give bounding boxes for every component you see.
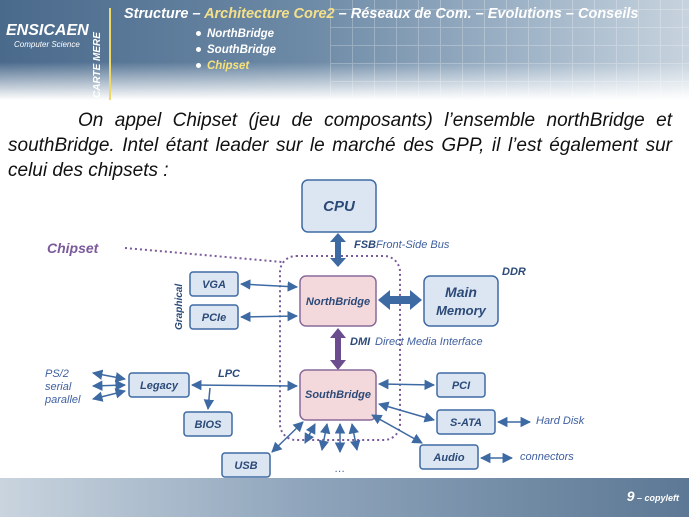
school-logo: ENSICAEN [6, 22, 89, 39]
fsb-arrow [330, 233, 346, 267]
ps2-link [91, 369, 127, 383]
copyleft-label: – copyleft [634, 493, 679, 503]
main-memory-label-line1: Main [445, 284, 477, 300]
submenu-item-chipset[interactable]: Chipset [196, 58, 276, 74]
breadcrumb-architecture-core2[interactable]: Architecture Core2 [204, 6, 335, 22]
dmi-label: DMI [350, 336, 371, 348]
chipset-label: Chipset [47, 240, 100, 256]
sata-label: S-ATA [450, 417, 482, 429]
audio-label: Audio [432, 452, 464, 464]
vga-link [239, 279, 299, 292]
pcie-label: PCIe [202, 312, 226, 324]
ps2-label: PS/2 [45, 368, 69, 380]
submenu: NorthBridge SouthBridge Chipset [196, 26, 276, 74]
school-department: Computer Science [14, 40, 80, 49]
vga-label: VGA [202, 279, 226, 291]
usb-link-3 [318, 422, 331, 452]
northbridge-label: NorthBridge [306, 296, 370, 308]
cpu-label: CPU [323, 198, 356, 215]
breadcrumb-separator: – [334, 6, 351, 22]
ddr-label: DDR [502, 266, 526, 278]
submenu-item-northbridge[interactable]: NorthBridge [196, 26, 276, 42]
bullet-icon [196, 63, 201, 69]
breadcrumb-structure[interactable]: Structure [124, 6, 189, 22]
usb-label: USB [234, 460, 257, 472]
graphical-label: Graphical [174, 284, 185, 330]
southbridge-label: SouthBridge [305, 389, 371, 401]
bios-block[interactable] [183, 411, 233, 437]
lpc-label: LPC [218, 368, 241, 380]
footer-bar: 9 – copyleft [0, 478, 689, 517]
usb-link-1 [271, 421, 304, 453]
dmi-description: Direct Media Interface [375, 336, 483, 348]
memory-bus-arrow [378, 290, 422, 310]
usb-link-5 [348, 422, 361, 452]
pcie-block[interactable] [189, 304, 239, 330]
cpu-block[interactable] [301, 179, 377, 233]
usb-link-2 [304, 423, 316, 444]
breadcrumb-conseils[interactable]: Conseils [578, 6, 639, 22]
breadcrumb-separator: – [561, 6, 578, 22]
serial-label: serial [45, 381, 72, 393]
section-tab: CARTE MERE [92, 32, 103, 98]
submenu-item-southbridge[interactable]: SouthBridge [196, 42, 276, 58]
submenu-label: Chipset [207, 60, 250, 72]
submenu-label: NorthBridge [207, 28, 275, 40]
fsb-label: FSB [354, 239, 376, 251]
more-ports-ellipsis: … [335, 463, 346, 475]
parallel-label: parallel [44, 394, 81, 406]
page-number: 9 – copyleft [627, 488, 679, 504]
legacy-label: Legacy [140, 380, 179, 392]
northbridge-block[interactable] [299, 275, 377, 327]
parallel-link [91, 388, 127, 402]
page-number-value: 9 [626, 488, 635, 504]
pci-link [377, 378, 436, 391]
vertical-divider [109, 8, 111, 100]
chipset-pointer-line [124, 247, 283, 263]
breadcrumb-evolutions[interactable]: Evolutions [487, 6, 562, 22]
main-memory-label-line2: Memory [436, 303, 487, 318]
southbridge-block[interactable] [299, 369, 377, 421]
pci-label: PCI [452, 380, 471, 392]
sata-block[interactable] [436, 409, 496, 435]
vga-block[interactable] [189, 271, 239, 297]
breadcrumb-reseaux[interactable]: Réseaux de Com. [350, 6, 472, 22]
fsb-description: Front-Side Bus [376, 239, 450, 251]
bios-label: BIOS [195, 419, 223, 431]
breadcrumb-separator: – [188, 6, 205, 22]
pci-block[interactable] [436, 372, 486, 398]
breadcrumb-separator: – [471, 6, 488, 22]
body-paragraph: On appel Chipset (jeu de composants) l’e… [8, 110, 672, 181]
connectors-label: connectors [520, 451, 574, 463]
breadcrumb: Structure – Architecture Core2 – Réseaux… [124, 6, 638, 22]
header-banner: ENSICAEN Computer Science CARTE MERE Str… [0, 0, 689, 100]
bullet-icon [196, 47, 201, 53]
bullet-icon [196, 31, 201, 37]
hard-disk-label: Hard Disk [536, 415, 585, 427]
legacy-block[interactable] [128, 372, 190, 398]
serial-link [91, 380, 127, 391]
pcie-link [239, 310, 299, 323]
sata-link [377, 401, 436, 423]
usb-block[interactable] [221, 452, 271, 478]
main-memory-block[interactable] [423, 275, 499, 327]
audio-block[interactable] [419, 444, 479, 470]
dmi-arrow [330, 328, 346, 370]
audio-link [371, 414, 423, 444]
bios-link [203, 387, 215, 411]
submenu-label: SouthBridge [207, 44, 276, 56]
lpc-link [190, 379, 299, 392]
